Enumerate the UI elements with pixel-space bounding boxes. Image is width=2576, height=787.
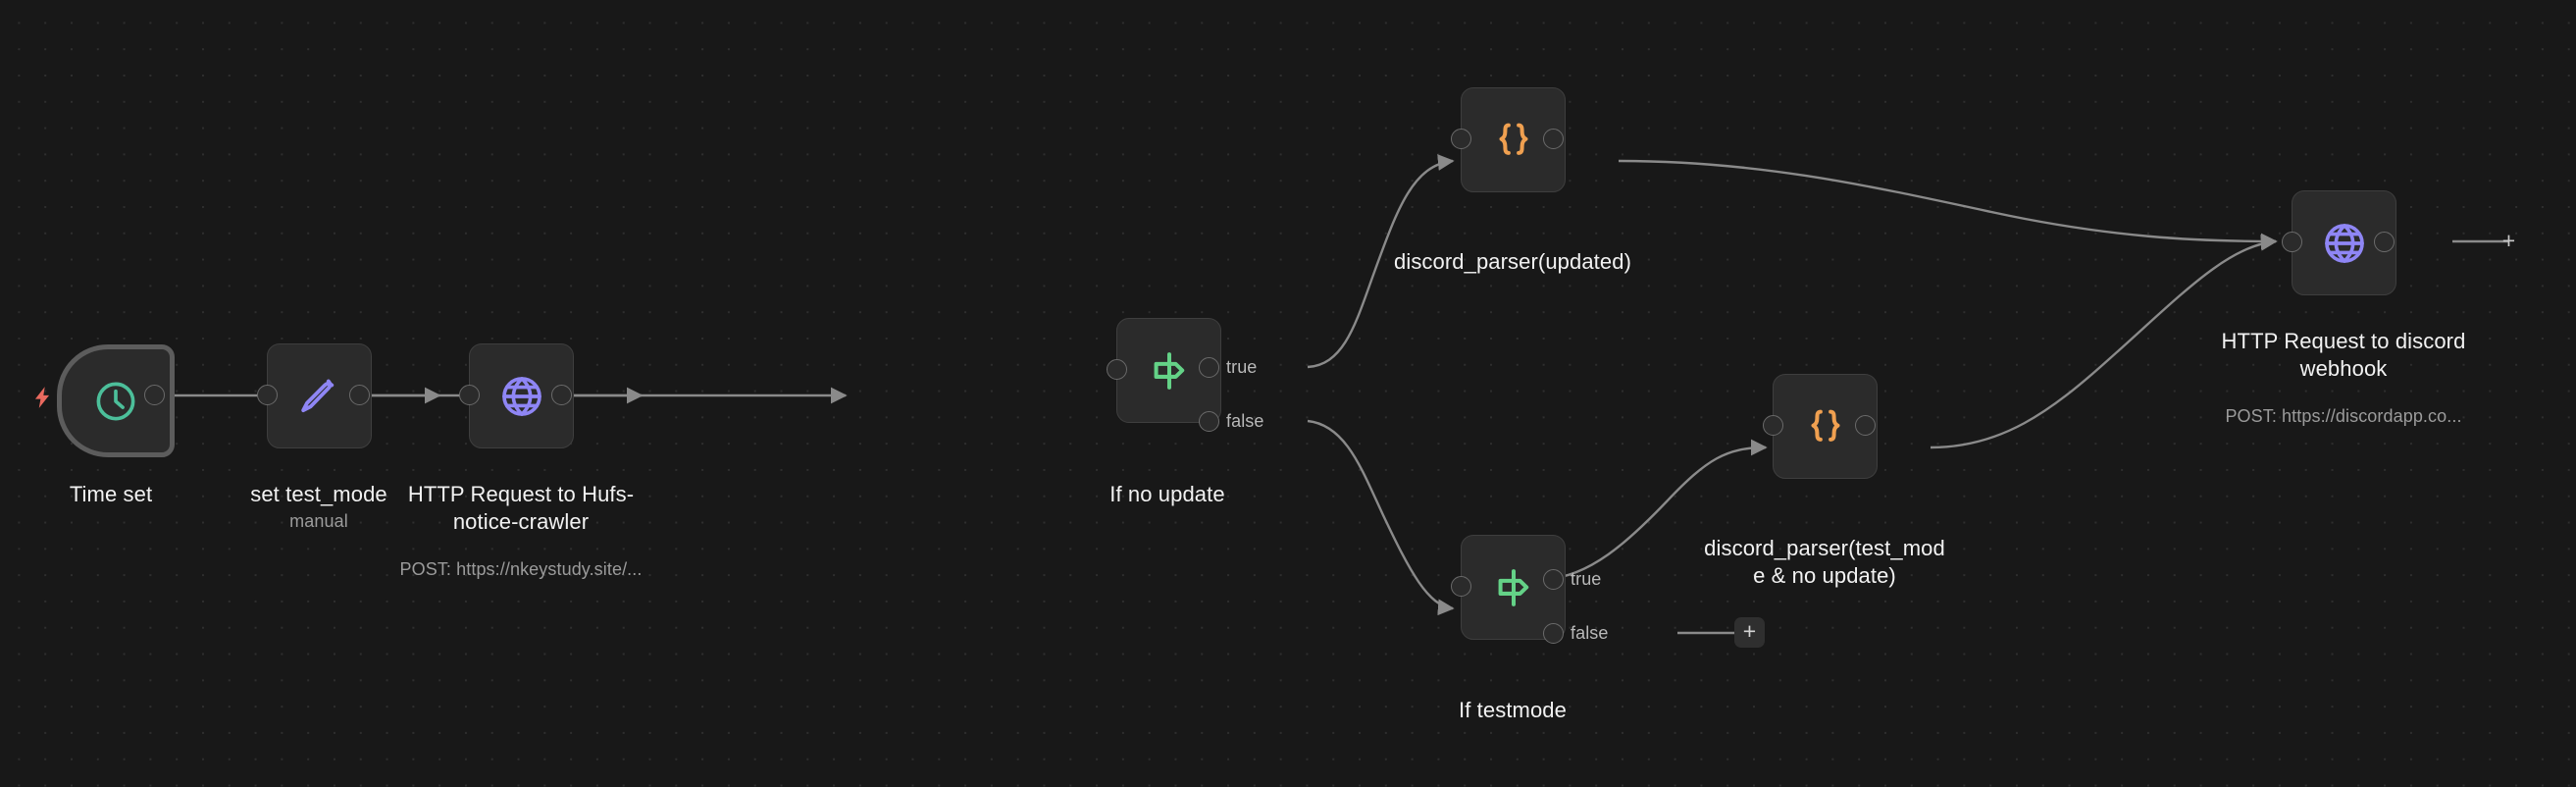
edge-parserupdated-to-httpdiscord — [1618, 159, 2278, 250]
add-node-button-after-discord-webhook[interactable]: + — [2501, 228, 2516, 253]
pen-icon — [297, 374, 342, 419]
port-discord-parser-testmode-output[interactable] — [1855, 415, 1876, 436]
port-if-testmode-output-false[interactable] — [1543, 623, 1564, 644]
globe-icon — [499, 374, 544, 419]
port-set-test-mode-input[interactable] — [257, 385, 278, 405]
edge-ifnoupdate-false-to-iftestmode — [1307, 419, 1455, 616]
port-if-no-update-input[interactable] — [1107, 359, 1127, 380]
edge-iftestmode-true-to-parsertestmode — [1545, 439, 1768, 581]
port-if-no-update-output-true[interactable] — [1199, 357, 1219, 378]
clock-icon — [93, 379, 138, 424]
branch-label-if-testmode-true: true — [1571, 569, 1602, 589]
port-http-request-discord-input[interactable] — [2282, 232, 2302, 252]
port-time-set-output[interactable] — [144, 385, 165, 405]
port-http-request-hufs-output[interactable] — [551, 385, 572, 405]
node-label-http-request-hufs: HTTP Request to Hufs- notice-crawler — [407, 482, 635, 534]
node-subtitle-http-request-hufs: POST: https://nkeystudy.site/... — [399, 559, 643, 579]
globe-icon — [2322, 221, 2367, 266]
node-label-discord-parser-testmode: discord_parser(test_mod e & no update) — [1704, 536, 1945, 588]
branch-label-if-no-update-false: false — [1226, 411, 1264, 431]
node-subtitle-set-test-mode: manual — [289, 511, 348, 531]
port-if-testmode-input[interactable] — [1451, 576, 1471, 597]
add-node-button-after-if-testmode-false[interactable]: + — [1734, 617, 1765, 648]
node-time-set[interactable] — [57, 344, 175, 457]
node-label-http-request-discord: HTTP Request to discord webhook — [2221, 329, 2466, 381]
port-discord-parser-testmode-input[interactable] — [1763, 415, 1783, 436]
branch-label-if-no-update-true: true — [1226, 357, 1258, 377]
signpost-icon — [1147, 348, 1192, 394]
port-discord-parser-updated-output[interactable] — [1543, 129, 1564, 149]
node-label-if-testmode: If testmode — [1459, 698, 1567, 722]
port-if-no-update-output-false[interactable] — [1199, 411, 1219, 432]
edge-parsertestmode-to-httpdiscord — [1930, 234, 2278, 449]
node-label-if-no-update: If no update — [1109, 482, 1225, 506]
port-discord-parser-updated-input[interactable] — [1451, 129, 1471, 149]
signpost-icon — [1491, 565, 1536, 610]
code-braces-icon — [1492, 119, 1535, 162]
node-label-set-test-mode: set test_mode — [250, 482, 387, 506]
edge-ifnoupdate-true-to-parserupdated — [1307, 154, 1455, 369]
port-http-request-discord-output[interactable] — [2374, 232, 2395, 252]
node-subtitle-http-request-discord: POST: https://discordapp.co... — [2225, 406, 2462, 426]
port-http-request-hufs-input[interactable] — [459, 385, 480, 405]
node-time-set-body[interactable] — [57, 344, 175, 457]
lightning-bolt-icon — [29, 383, 55, 417]
port-if-testmode-output-true[interactable] — [1543, 569, 1564, 590]
node-label-discord-parser-updated: discord_parser(updated) — [1394, 249, 1631, 274]
node-label-time-set: Time set — [69, 482, 153, 506]
port-set-test-mode-output[interactable] — [349, 385, 370, 405]
branch-label-if-testmode-false: false — [1571, 623, 1609, 643]
code-braces-icon — [1804, 405, 1847, 448]
